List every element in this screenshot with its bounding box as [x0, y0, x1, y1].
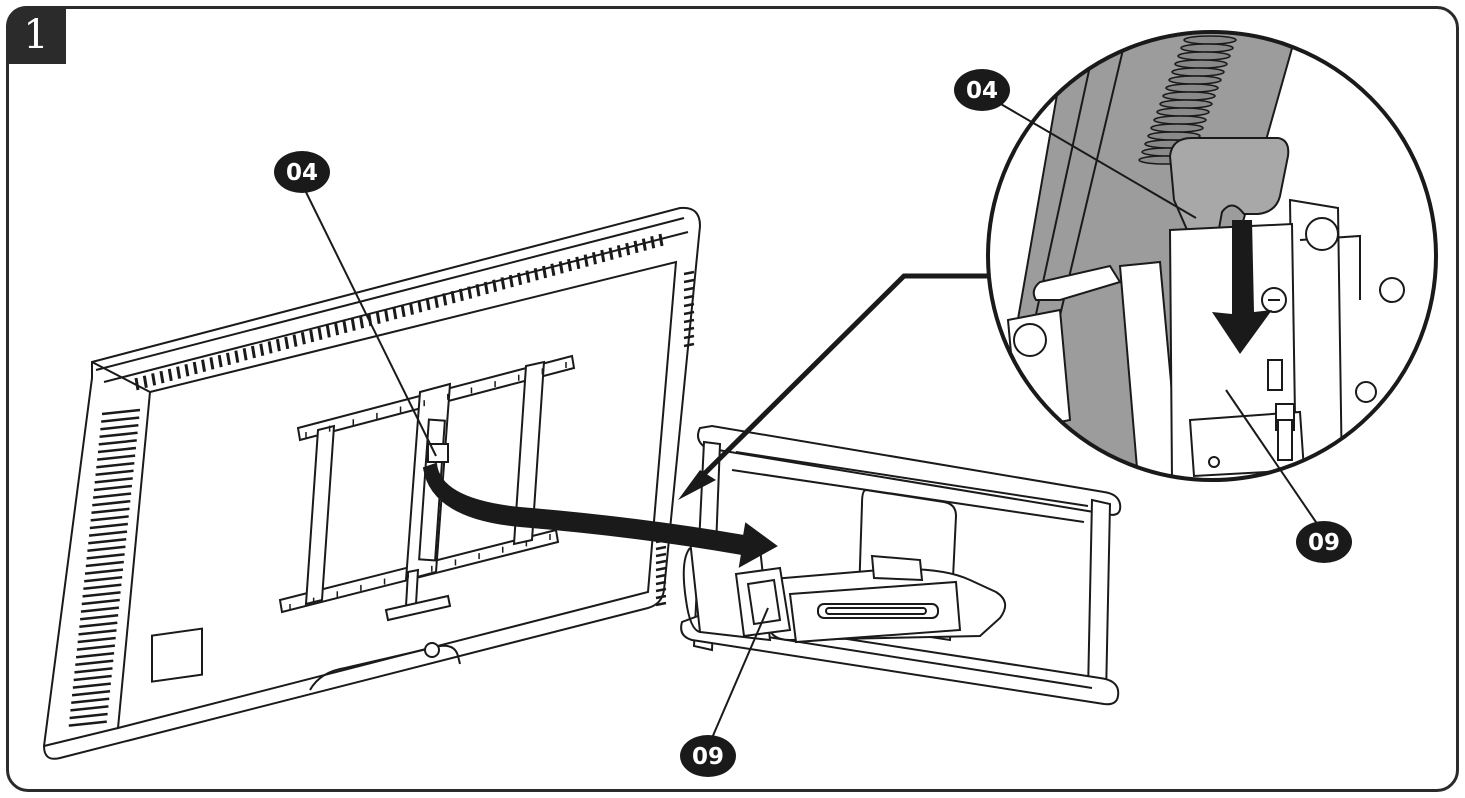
detail-pointer-arrowhead	[678, 470, 716, 500]
leader-04-detail	[993, 99, 1197, 219]
callout-04-detail: 04	[954, 69, 1010, 111]
down-arrow	[1212, 220, 1272, 354]
callout-09-arm: 09	[680, 735, 736, 777]
callout-09-detail: 09	[1296, 521, 1352, 563]
mounting-direction-arrow	[422, 462, 778, 568]
detail-bracket-04	[1168, 137, 1290, 236]
callout-label: 09	[1308, 530, 1340, 556]
tv-back	[42, 206, 702, 760]
leader-09-arm	[711, 607, 769, 739]
callout-04-tv: 04	[274, 151, 330, 193]
arm-bracket-09	[734, 566, 792, 638]
callout-label: 04	[966, 78, 998, 104]
detail-zoom-circle	[986, 30, 1438, 482]
connector-port	[151, 627, 203, 683]
callout-label: 04	[286, 160, 318, 186]
leader-04-tv	[301, 183, 437, 457]
tv-mounting-bracket	[278, 354, 576, 622]
wall-arm-mount	[680, 424, 1122, 706]
step-number: 1	[23, 12, 49, 58]
step-number-badge: 1	[6, 6, 66, 64]
callout-label: 09	[692, 744, 724, 770]
left-vents	[68, 408, 141, 727]
detail-pointer-line	[690, 273, 990, 488]
leader-09-detail	[1225, 389, 1321, 529]
